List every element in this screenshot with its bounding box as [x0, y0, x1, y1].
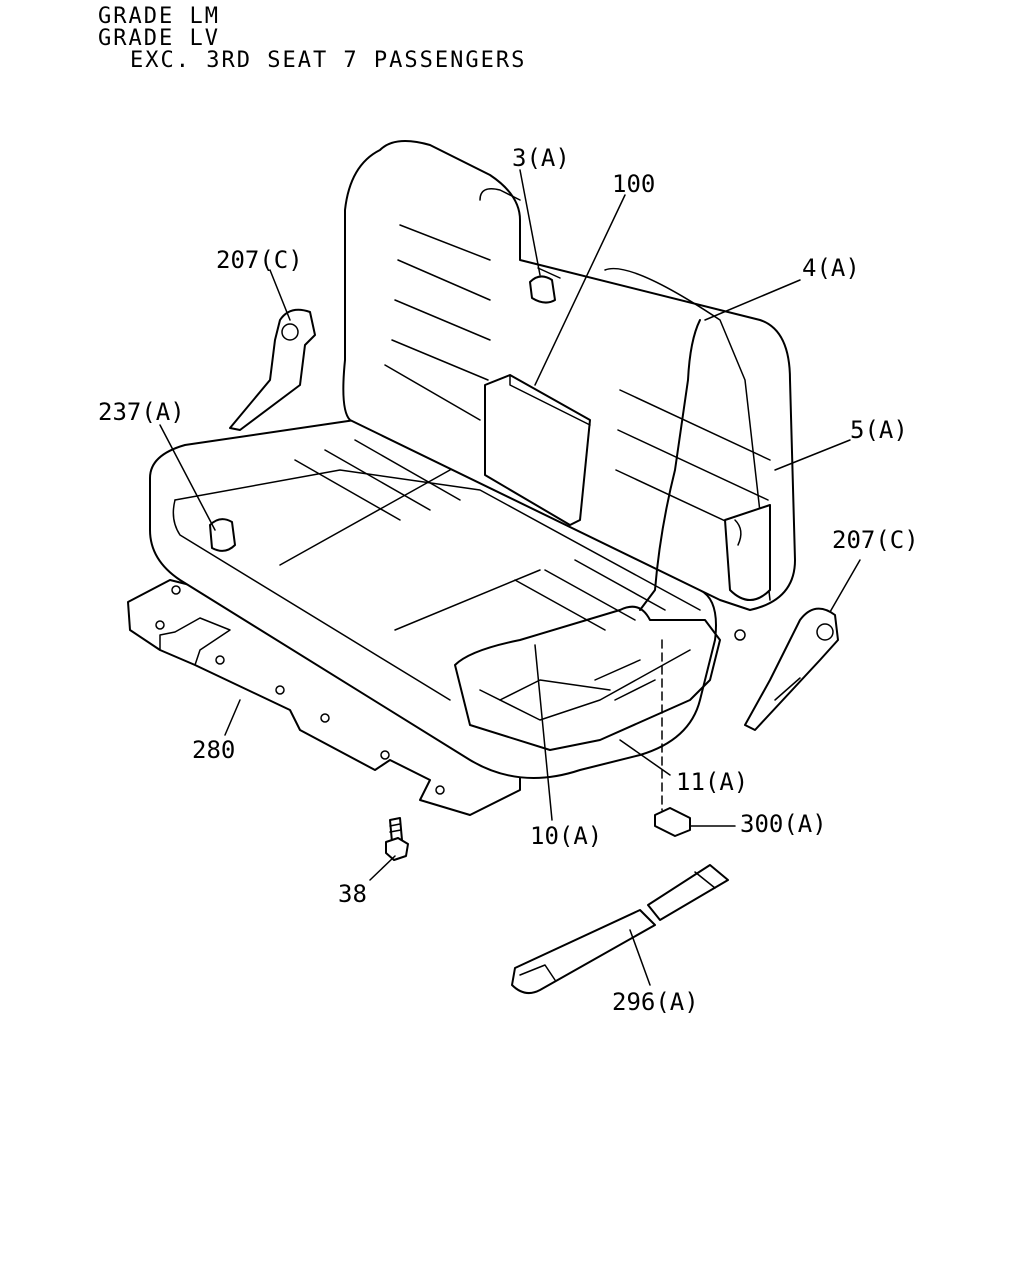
- strap-296a: [511, 864, 729, 995]
- header-grade-lv: GRADE LV: [98, 26, 220, 51]
- seat-back-frame: [342, 140, 796, 611]
- callout-5a: 5(A): [850, 416, 908, 444]
- callout-207c-right: 207(C): [832, 526, 919, 554]
- callout-38: 38: [338, 880, 367, 908]
- callout-10a: 10(A): [530, 822, 602, 850]
- callout-3a: 3(A): [512, 144, 570, 172]
- callout-207c-left: 207(C): [216, 246, 303, 274]
- diagram-header: GRADE LM GRADE LV EXC. 3RD SEAT 7 PASSEN…: [98, 6, 526, 72]
- callout-11a: 11(A): [676, 768, 748, 796]
- cushion-pad-100: [484, 374, 591, 526]
- header-exclusion-note: EXC. 3RD SEAT 7 PASSENGERS: [130, 48, 527, 73]
- header-grade-lm: GRADE LM: [98, 4, 220, 29]
- pad-300a: [654, 807, 691, 837]
- hinge-cover-207c-right: [744, 607, 839, 731]
- bolt-38: [385, 817, 409, 861]
- callout-300a: 300(A): [740, 810, 827, 838]
- belt-guide-5a: [724, 504, 771, 601]
- retainer-237a: [209, 518, 236, 552]
- seat-frame-assembly: [454, 605, 746, 751]
- callout-100: 100: [612, 170, 655, 198]
- callout-4a: 4(A): [802, 254, 860, 282]
- clip-3a: [529, 267, 561, 304]
- leader-lines: [159, 169, 861, 986]
- wire-4a: [639, 319, 701, 611]
- callout-280: 280: [192, 736, 235, 764]
- callout-296a: 296(A): [612, 988, 699, 1016]
- hinge-cover-207c-left: [229, 308, 316, 431]
- callout-237a: 237(A): [98, 398, 185, 426]
